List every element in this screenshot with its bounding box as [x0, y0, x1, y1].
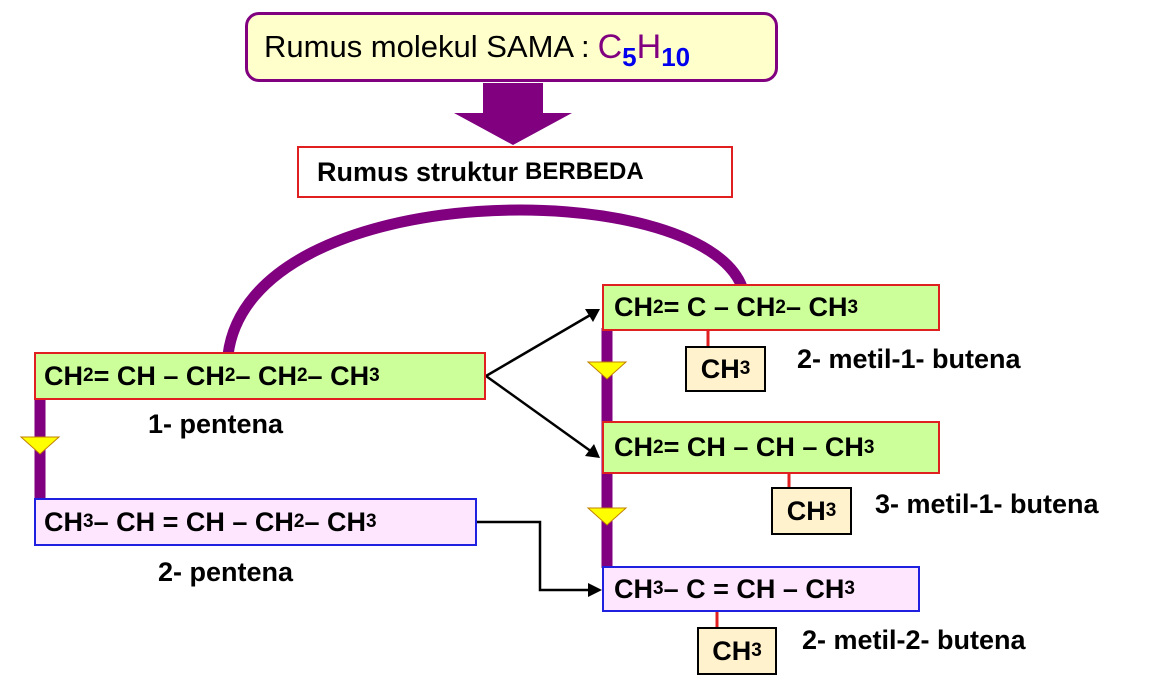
purple-arc: [222, 204, 748, 356]
main-down-arrow: [454, 83, 572, 145]
name-2-pentena: 2- pentena: [158, 557, 294, 587]
arrow-head-lower: [585, 444, 600, 458]
name-1-pentena: 1- pentena: [148, 409, 284, 439]
left-yellow-marker: [19, 436, 61, 455]
name-2-metil-2-butena: 2- metil-2- butena: [802, 625, 1026, 655]
subtitle-caps: BERBEDA: [525, 158, 644, 185]
arrow-head-upper: [585, 309, 600, 322]
right-yellow-marker-2: [586, 507, 628, 526]
right-yellow-marker-1: [586, 361, 628, 380]
name-2-metil-1-butena: 2- metil-1- butena: [797, 344, 1021, 374]
title-box: Rumus molekul SAMA : C5H10: [245, 12, 778, 82]
title-text: Rumus molekul SAMA :: [264, 29, 590, 64]
molecular-formula: C5H10: [597, 27, 691, 72]
arrow-head-elbow: [588, 583, 602, 597]
name-3-metil-1-butena: 3- metil-1- butena: [875, 489, 1099, 519]
subtitle-text: Rumus struktur: [317, 156, 519, 187]
